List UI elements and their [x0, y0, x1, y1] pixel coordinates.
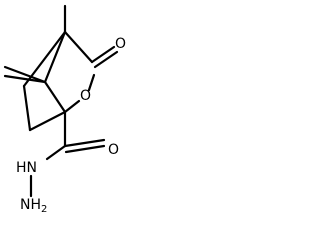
bond-lactone-co-1: [90, 45, 116, 64]
bond-ch2-ch2: [22, 84, 32, 132]
bond-c4-ring-o: [63, 99, 81, 114]
hydrazide-nh-label: HN: [16, 160, 37, 176]
chemical-structure: O O O HN NH2: [3, 4, 126, 215]
bond-amide-c-n: [45, 144, 67, 161]
bond-lactone-co-2: [93, 50, 119, 69]
bond-bridge-c4: [43, 80, 67, 114]
bond-c1-ch2-left: [22, 30, 67, 88]
bond-bridge-methyl-upper: [3, 65, 47, 84]
bond-bridge-methyl-lower: [3, 74, 47, 84]
bond-amide-co-2: [64, 144, 106, 154]
bond-amide-co-1: [63, 138, 106, 148]
bond-c1-bridge: [43, 30, 67, 84]
bond-c1-carbonyl: [63, 30, 94, 64]
amine-n-text: NH: [20, 197, 41, 213]
bond-ch2-c4: [28, 110, 67, 132]
carbonyl-oxygen-label: O: [115, 36, 126, 52]
amine-subscript: 2: [41, 204, 47, 215]
amide-oxygen-label: O: [108, 142, 119, 158]
amine-n-label: NH2: [20, 197, 47, 215]
ring-oxygen-label: O: [80, 88, 91, 104]
bond-ring-o-carbonyl: [87, 73, 96, 92]
